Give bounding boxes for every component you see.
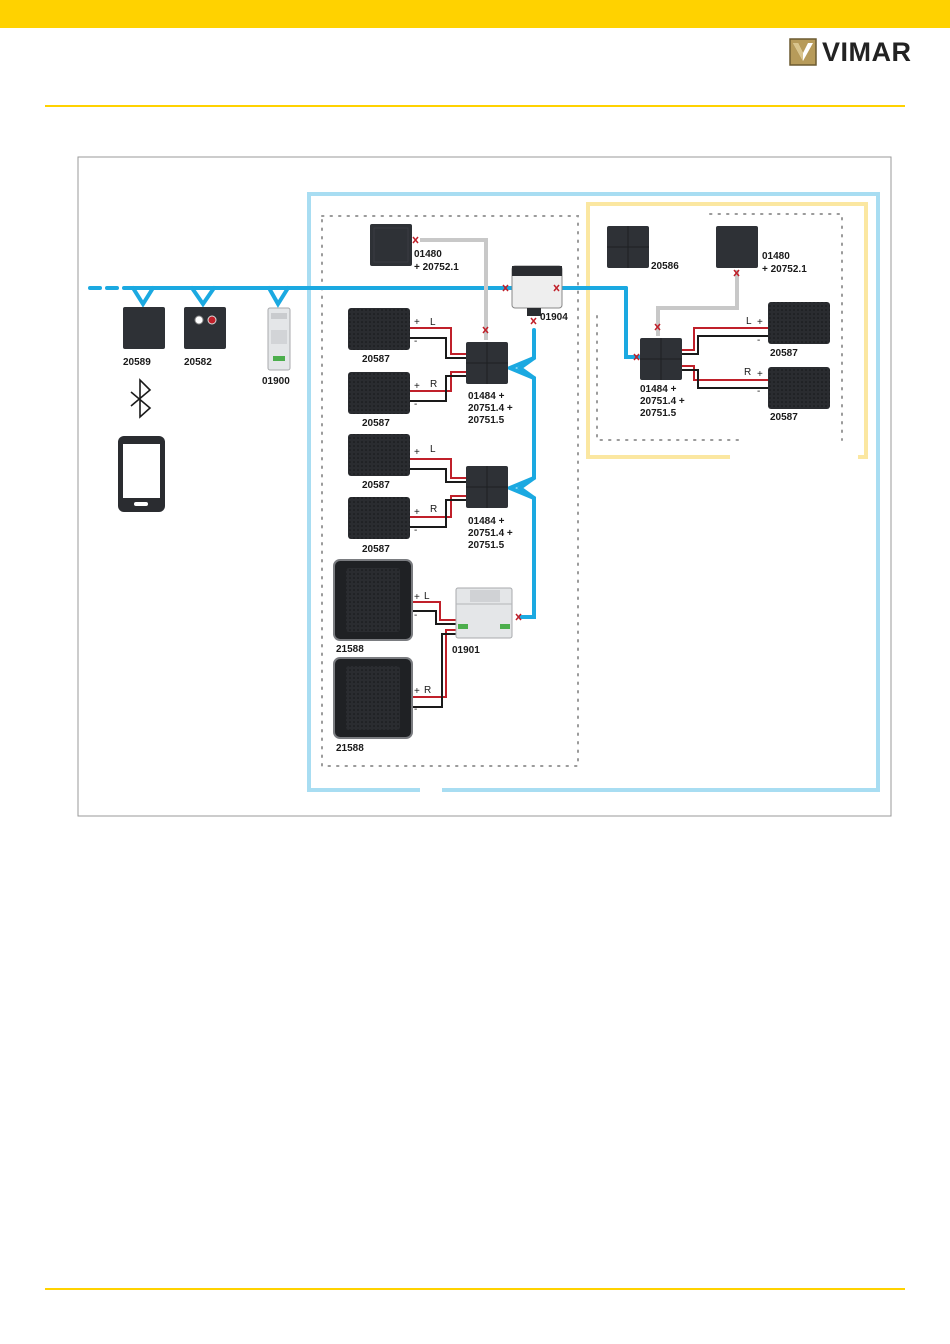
label-big2: 21588 [336,743,364,754]
right-4: R [744,367,751,378]
amplifier-3 [640,338,682,380]
amplifier-1 [466,342,508,384]
zone-blue-gap [420,784,442,796]
speaker-1 [348,308,410,350]
minus-7: - [757,335,760,346]
left-3: L [424,591,430,602]
right-3: R [424,685,431,696]
speaker-4 [348,497,410,539]
label-01480-right-1: 01480 [762,251,790,262]
label-spk3: 20587 [362,480,390,491]
label-amp3-3: 20751.5 [640,408,677,419]
label-20586: 20586 [651,261,679,272]
speaker-3 [348,434,410,476]
label-big1: 21588 [336,644,364,655]
label-amp3-1: 01484 + [640,384,677,395]
device-01900 [268,308,290,370]
label-01480-top-2: + 20752.1 [414,262,459,273]
label-amp2-2: 20751.4 + [468,528,513,539]
plus-8: + [757,369,763,380]
label-amp1-2: 20751.4 + [468,403,513,414]
speaker-21588-2 [334,658,412,738]
right-1: R [430,379,437,390]
bluetooth-icon [131,380,150,417]
minus-3: - [414,464,417,475]
label-spk4: 20587 [362,544,390,555]
plus-5: + [414,592,420,603]
label-20589: 20589 [123,357,151,368]
label-01480-right-2: + 20752.1 [762,264,807,275]
left-2: L [430,444,436,455]
smartphone-icon [118,436,165,512]
label-spk6: 20587 [770,412,798,423]
left-4: L [746,316,752,327]
label-spk1: 20587 [362,354,390,365]
minus-2: - [414,399,417,410]
label-amp1-3: 20751.5 [468,415,505,426]
device-01901 [456,588,512,638]
label-01904: 01904 [540,312,568,323]
minus-4: - [414,525,417,536]
label-20582: 20582 [184,357,212,368]
label-amp1-1: 01484 + [468,391,505,402]
right-2: R [430,504,437,515]
label-01480-top-1: 01480 [414,249,442,260]
plus-3: + [414,447,420,458]
plus-4: + [414,507,420,518]
speaker-2 [348,372,410,414]
plus-6: + [414,686,420,697]
speaker-5 [768,302,830,344]
device-20589 [123,307,165,349]
gray-wire-right [658,270,737,336]
label-amp2-1: 01484 + [468,516,505,527]
device-20586 [607,226,649,268]
label-amp2-3: 20751.5 [468,540,505,551]
minus-6: - [414,704,417,715]
device-20582 [184,307,226,349]
label-01901: 01901 [452,645,480,656]
speaker-6 [768,367,830,409]
device-01480-right [716,226,758,268]
minus-8: - [757,386,760,397]
device-01480-top [370,224,412,266]
speaker-21588-1 [334,560,412,640]
amplifier-2 [466,466,508,508]
label-amp3-2: 20751.4 + [640,396,685,407]
plus-1: + [414,317,420,328]
speaker-wires-right [682,328,768,388]
minus-5: - [414,610,417,621]
plus-7: + [757,317,763,328]
label-01900: 01900 [262,376,290,387]
minus-1: - [414,336,417,347]
plus-2: + [414,381,420,392]
label-spk2: 20587 [362,418,390,429]
label-spk5: 20587 [770,348,798,359]
connector-marks [413,237,739,620]
left-1: L [430,317,436,328]
